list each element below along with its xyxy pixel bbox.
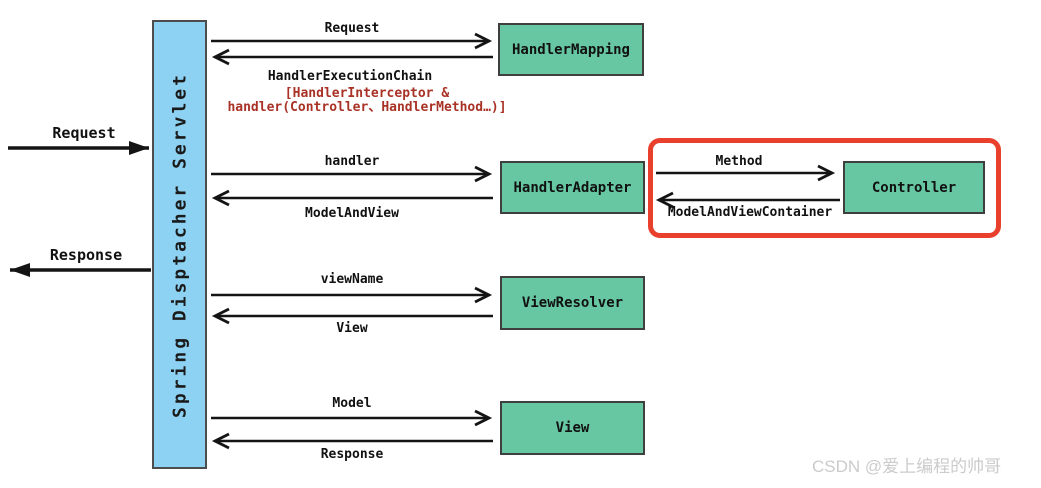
view-resolver-box: ViewResolver [500,276,645,330]
controller-box: Controller [843,161,985,214]
client-request-label: Request [52,124,116,142]
handler-mapping-label: HandlerMapping [511,41,630,58]
handler-execution-chain-label: HandlerExecutionChain [267,69,433,84]
handler-chain-note-line2: handler(Controller、HandlerMethod…)] [227,99,507,115]
model-edge-label: Model [332,396,372,411]
response-edge-label: Response [320,447,384,462]
client-response-label: Response [49,246,123,264]
viewname-edge-label: viewName [320,272,384,287]
controller-highlight-frame [648,138,1001,238]
dispatcher-servlet-label: Spring Disptacher Servlet [169,71,190,418]
method-edge-label: Method [715,154,763,169]
modelandviewcontainer-edge-label: ModelAndViewContainer [667,205,833,220]
request-edge-label: Request [324,21,380,36]
handler-chain-note-line1: [HandlerInterceptor & [284,86,450,101]
csdn-watermark: CSDN @爱上编程的帅哥 [812,457,1002,476]
handler-adapter-box: HandlerAdapter [500,161,645,214]
dispatcher-servlet-box: Spring Disptacher Servlet [152,20,207,469]
view-edge-label: View [336,321,368,336]
modelandview-edge-label: ModelAndView [305,206,399,221]
handler-adapter-label: HandlerAdapter [513,179,632,196]
controller-label: Controller [871,179,957,196]
view-box: View [500,401,645,455]
handler-edge-label: handler [324,154,380,169]
view-label: View [555,420,590,436]
view-resolver-label: ViewResolver [521,295,624,311]
handler-mapping-box: HandlerMapping [498,23,644,76]
handler-chain-note: [HandlerInterceptor & handler(Controller… [227,87,506,114]
